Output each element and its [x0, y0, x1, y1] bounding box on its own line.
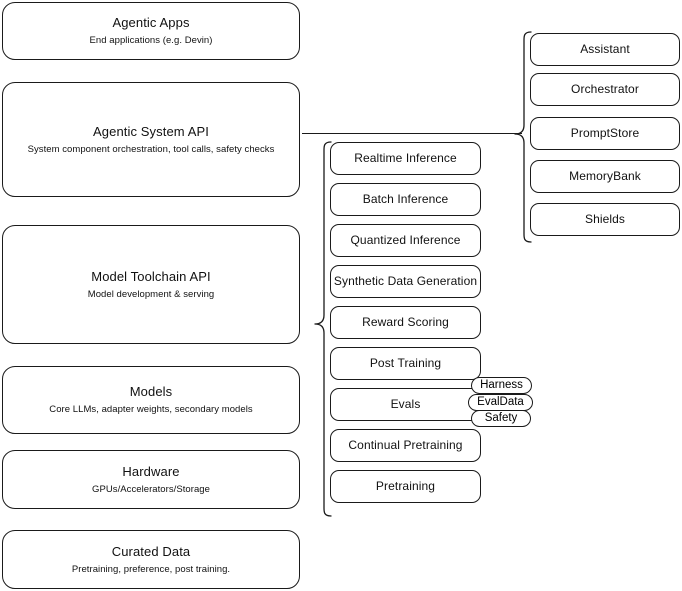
layer-subtitle: GPUs/Accelerators/Storage [92, 483, 210, 495]
toolchain-box-post-training[interactable]: Post Training [330, 347, 481, 380]
toolchain-label: Post Training [369, 356, 442, 370]
layer-title: Curated Data [111, 543, 191, 559]
system-box-assistant[interactable]: Assistant [530, 33, 680, 66]
system-label: MemoryBank [569, 169, 641, 183]
evals-pill-safety[interactable]: Safety [471, 410, 531, 427]
toolchain-label: Continual Pretraining [348, 438, 463, 452]
toolchain-box-quantized-inference[interactable]: Quantized Inference [330, 224, 481, 257]
layer-title: Agentic System API [93, 123, 209, 139]
system-label: Shields [584, 212, 626, 226]
toolchain-box-realtime-inference[interactable]: Realtime Inference [330, 142, 481, 175]
connector-system-api-to-components [302, 133, 522, 135]
layer-box-model-toolchain-api[interactable]: Model Toolchain API Model development & … [2, 225, 300, 344]
layer-subtitle: End applications (e.g. Devin) [89, 35, 213, 46]
layer-subtitle: Core LLMs, adapter weights, secondary mo… [49, 404, 253, 415]
toolchain-label: Synthetic Data Generation [333, 274, 478, 288]
layer-subtitle: System component orchestration, tool cal… [27, 143, 275, 155]
system-box-orchestrator[interactable]: Orchestrator [530, 73, 680, 106]
layer-title: Models [129, 384, 173, 399]
system-box-memorybank[interactable]: MemoryBank [530, 160, 680, 193]
layer-box-models[interactable]: Models Core LLMs, adapter weights, secon… [2, 366, 300, 434]
brace-system-components [513, 30, 533, 246]
system-label: PromptStore [570, 126, 640, 140]
layer-title: Agentic Apps [112, 15, 190, 30]
toolchain-label: Pretraining [375, 479, 436, 493]
system-label: Orchestrator [571, 82, 639, 96]
system-label: Assistant [580, 42, 630, 56]
layer-subtitle: Pretraining, preference, post training. [71, 563, 231, 575]
layer-box-agentic-apps[interactable]: Agentic Apps End applications (e.g. Devi… [2, 2, 300, 60]
toolchain-label: Realtime Inference [354, 151, 457, 165]
toolchain-label: Batch Inference [362, 192, 449, 206]
toolchain-box-reward-scoring[interactable]: Reward Scoring [330, 306, 481, 339]
layer-box-agentic-system-api[interactable]: Agentic System API System component orch… [2, 82, 300, 197]
layer-title: Hardware [122, 463, 180, 479]
toolchain-box-synthetic-data-generation[interactable]: Synthetic Data Generation [330, 265, 481, 298]
layer-box-hardware[interactable]: Hardware GPUs/Accelerators/Storage [2, 450, 300, 509]
toolchain-label: Reward Scoring [362, 315, 449, 329]
evals-pill-label: Safety [484, 412, 518, 424]
toolchain-box-evals[interactable]: Evals [330, 388, 481, 421]
evals-pill-harness[interactable]: Harness [471, 377, 532, 394]
system-box-promptstore[interactable]: PromptStore [530, 117, 680, 150]
evals-pill-label: Harness [480, 379, 523, 391]
layer-title: Model Toolchain API [91, 268, 211, 284]
toolchain-label: Evals [390, 397, 421, 411]
layer-subtitle: Model development & serving [87, 288, 215, 300]
toolchain-box-batch-inference[interactable]: Batch Inference [330, 183, 481, 216]
system-box-shields[interactable]: Shields [530, 203, 680, 236]
toolchain-box-pretraining[interactable]: Pretraining [330, 470, 481, 503]
brace-toolchain-components [313, 140, 333, 520]
layer-box-curated-data[interactable]: Curated Data Pretraining, preference, po… [2, 530, 300, 589]
toolchain-label: Quantized Inference [350, 233, 461, 247]
evals-pill-evaldata[interactable]: EvalData [468, 394, 533, 411]
toolchain-box-continual-pretraining[interactable]: Continual Pretraining [330, 429, 481, 462]
evals-pill-label: EvalData [477, 396, 524, 408]
